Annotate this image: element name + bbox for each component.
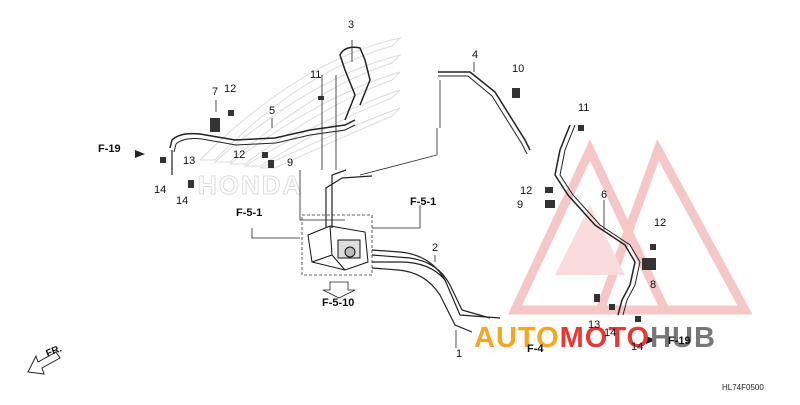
- part-6-label: 6: [601, 189, 608, 201]
- honda-text: HONDA: [198, 170, 303, 200]
- diagram-code: HL74F0500: [722, 383, 764, 392]
- part-11-label-right: 11: [578, 102, 590, 114]
- f19-left-arrow-icon: [135, 150, 145, 158]
- part-12-label-c: 12: [520, 185, 533, 197]
- part-3-label: 3: [348, 19, 355, 31]
- part-8-label: 8: [650, 279, 657, 291]
- f19-right-arrow-icon: [646, 336, 656, 344]
- part-5-label: 5: [269, 105, 276, 117]
- part-1-label: 1: [456, 348, 463, 360]
- part-4-label: 4: [472, 49, 479, 61]
- part-14-label-d: 14: [631, 341, 644, 353]
- vertical-pipes: [325, 169, 373, 228]
- ref-f4: F-4: [527, 343, 544, 355]
- ref-f19-right: F-19: [668, 335, 691, 347]
- ref-f19-left: F-19: [98, 143, 121, 155]
- part-12-label-a: 12: [224, 83, 237, 95]
- part-2-label: 2: [432, 242, 439, 254]
- leader-lines: [215, 40, 605, 348]
- part-12-label-d: 12: [654, 217, 667, 229]
- part-9-label-left: 9: [287, 157, 294, 169]
- honda-wing-logo: HONDA: [198, 37, 402, 201]
- watermark-text: AUTOMOTOHUB: [474, 322, 716, 354]
- ref-f510: F-5-10: [322, 297, 355, 309]
- part-13-label-right: 13: [588, 319, 601, 331]
- part-9-label-right: 9: [517, 199, 524, 211]
- part-14-label-b: 14: [176, 195, 189, 207]
- ref-f51-left: F-5-1: [236, 207, 263, 219]
- hose-5: [169, 119, 356, 149]
- pipe-4: [438, 71, 531, 151]
- part-10-label: 10: [512, 63, 525, 75]
- abs-modulator: [307, 225, 369, 271]
- hose-6: [554, 124, 636, 316]
- part-14-label-c: 14: [604, 327, 617, 339]
- abs-modulator-frame: [301, 214, 373, 276]
- ref-f51-right: F-5-1: [410, 196, 437, 208]
- fasteners: [160, 88, 656, 322]
- pipes-lower: [371, 249, 501, 333]
- front-arrow-icon: [27, 351, 61, 375]
- part-14-label-a: 14: [154, 184, 167, 196]
- watermark-triangles: [507, 139, 753, 315]
- f510-arrow: [322, 281, 356, 299]
- hose-3: [339, 46, 371, 121]
- part-11-label-left: 11: [310, 69, 322, 81]
- part-7-label: 7: [212, 86, 219, 98]
- part-12-label-b: 12: [233, 149, 246, 161]
- part-13-label-left: 13: [183, 155, 196, 167]
